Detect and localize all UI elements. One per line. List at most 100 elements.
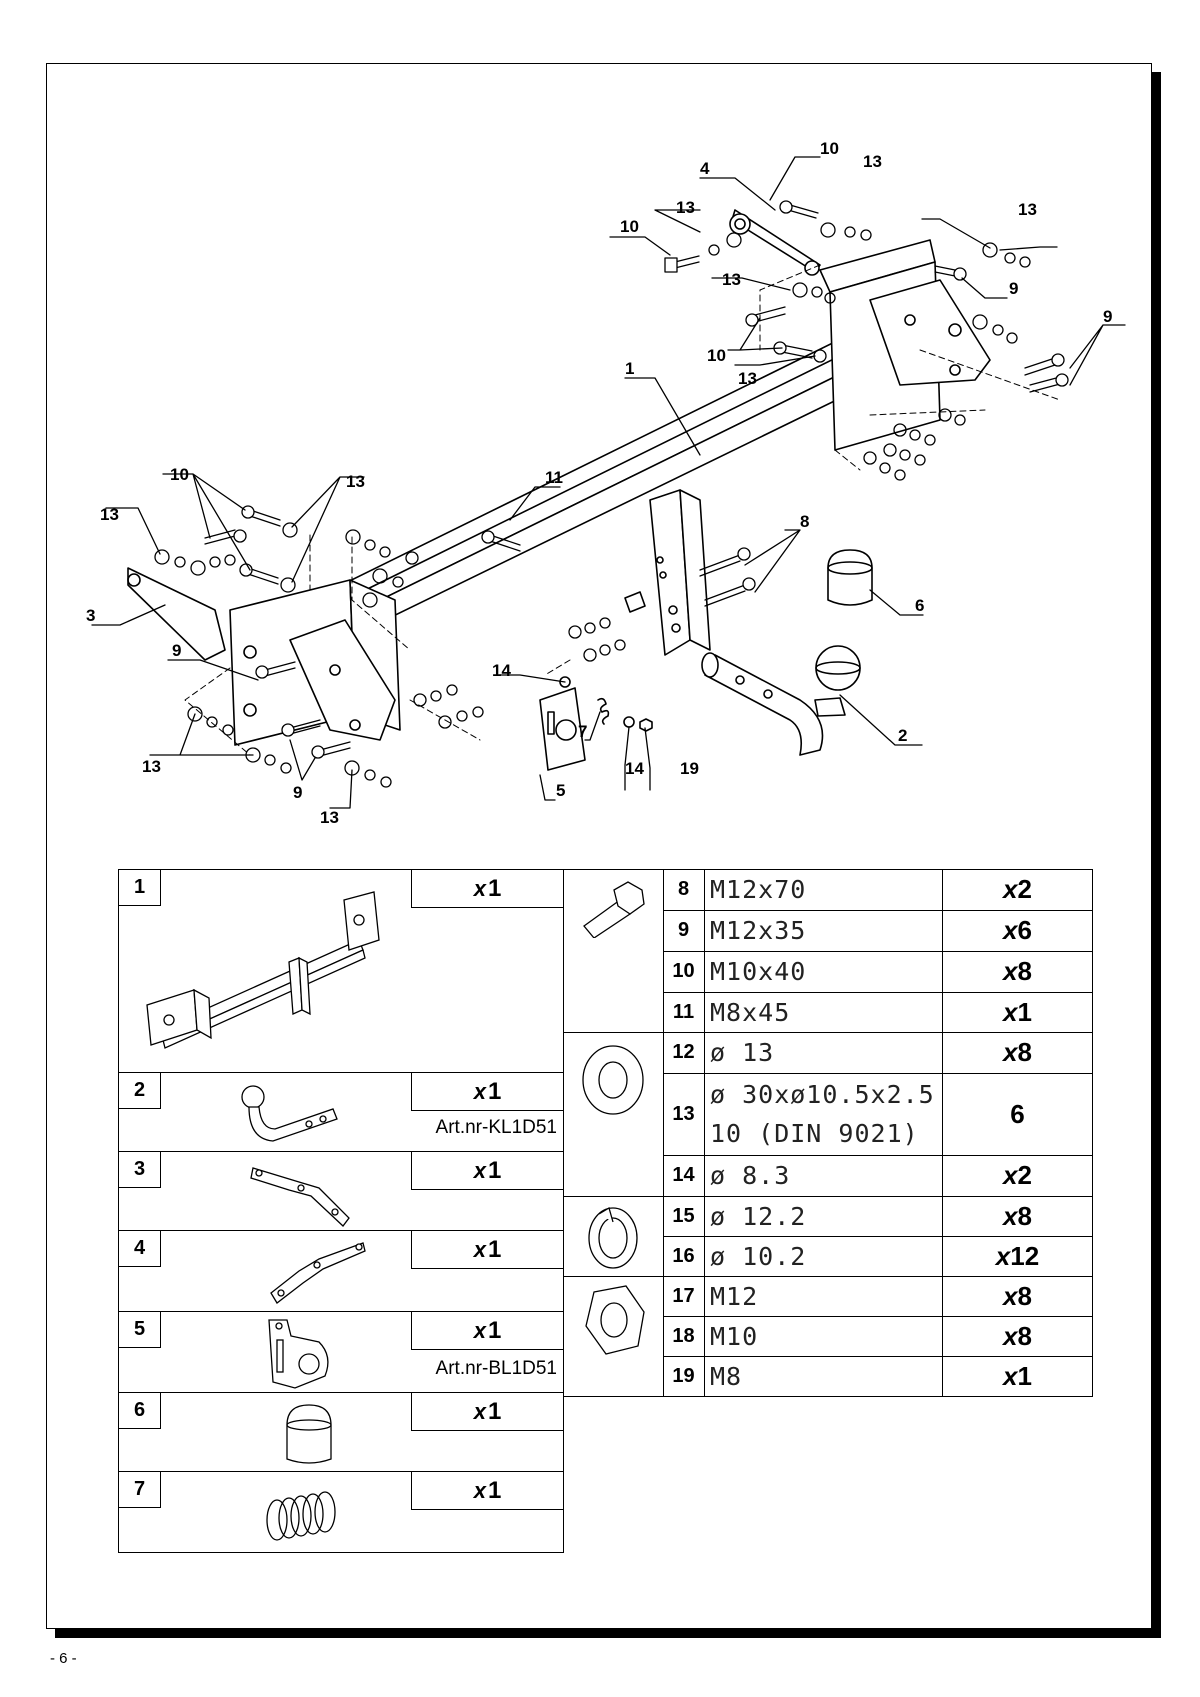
item-number: 4 — [119, 1231, 161, 1267]
row-divider — [663, 1276, 1093, 1277]
column-divider — [704, 869, 705, 1397]
group-divider — [563, 1032, 663, 1033]
callout-13: 13 — [722, 270, 741, 289]
callout-9: 9 — [1009, 279, 1018, 298]
right-bracket-thumbnail — [270, 1242, 366, 1304]
callout-4: 4 — [700, 159, 710, 178]
item-number: 5 — [119, 1312, 161, 1348]
row-divider — [663, 992, 1093, 993]
socket-plate-thumbnail — [268, 1319, 329, 1389]
callout-13: 13 — [320, 808, 339, 827]
row-divider — [663, 1356, 1093, 1357]
item-number: 3 — [119, 1152, 161, 1188]
ball-cap-thumbnail — [286, 1404, 332, 1464]
callout-13: 13 — [1018, 200, 1037, 219]
washer-part — [623, 716, 635, 728]
qty-value: 8 — [1017, 1280, 1032, 1311]
qty-prefix: x — [473, 1236, 486, 1262]
hardware-spec: M8 — [710, 1362, 743, 1391]
crossbeam-thumbnail — [146, 891, 380, 1049]
item-number: 1 — [119, 870, 161, 906]
callout-14: 14 — [625, 759, 644, 778]
callout-9: 9 — [172, 641, 181, 660]
hardware-spec: ø 12.2 — [710, 1201, 807, 1231]
page-shadow — [1152, 72, 1161, 1638]
qty-prefix: x — [473, 875, 486, 901]
row-divider — [663, 1073, 1093, 1074]
towball-thumbnail — [241, 1085, 338, 1142]
hardware-spec: M10 — [710, 1321, 759, 1351]
qty-value: 1 — [487, 874, 502, 902]
callout-5: 5 — [556, 781, 565, 800]
item-number: 6 — [119, 1393, 161, 1429]
qty-value: 1 — [487, 1397, 502, 1425]
qty-value: 8 — [1017, 1320, 1032, 1351]
ball-cap-part — [827, 549, 873, 606]
page-shadow — [55, 1629, 1161, 1638]
callout-9: 9 — [1103, 307, 1112, 326]
hardware-item-number: 15 — [672, 1204, 695, 1227]
qty-prefix: x — [1003, 1200, 1018, 1231]
row-divider — [663, 910, 1093, 911]
callout-labels: 1 2 3 4 5 6 7 8 9 9 9 9 10 10 10 10 11 1… — [86, 139, 1112, 827]
qty-value: 1 — [487, 1156, 502, 1184]
qty-prefix: x — [1003, 915, 1018, 945]
hardware-item-number: 11 — [672, 1000, 695, 1023]
qty-prefix: x — [995, 1240, 1011, 1271]
qty-value: 12 — [1010, 1240, 1040, 1271]
row-divider — [663, 1316, 1093, 1317]
callout-3: 3 — [86, 606, 95, 625]
hardware-spec: M10x40 — [710, 957, 807, 986]
hardware-item-number: 8 — [677, 878, 690, 900]
item-number: 2 — [119, 1073, 161, 1109]
qty-prefix: x — [1003, 1160, 1018, 1190]
callout-11: 11 — [545, 468, 563, 487]
group-divider — [563, 1276, 663, 1277]
hardware-spec: ø 10.2 — [710, 1241, 807, 1271]
qty-prefix: x — [473, 1157, 486, 1183]
nut-part — [639, 718, 653, 732]
qty-value: 8 — [1017, 1200, 1032, 1231]
qty-prefix: x — [473, 1317, 486, 1343]
qty-prefix: x — [1003, 1280, 1018, 1311]
spring-part — [597, 697, 610, 725]
hardware-item-number: 10 — [672, 960, 695, 982]
hardware-spec: ø 8.3 — [710, 1161, 791, 1190]
washer-icon — [582, 1045, 644, 1115]
hardware-quantity: 6 — [942, 1073, 1093, 1155]
callout-leaders — [91, 156, 1126, 809]
hardware-spec: ø 30xø10.5x2.5 — [710, 1079, 935, 1109]
callout-13: 13 — [142, 757, 161, 776]
callout-10: 10 — [170, 465, 189, 484]
qty-value: 8 — [1017, 956, 1032, 986]
hardware-spec: M12x35 — [710, 916, 807, 945]
qty-value: 1 — [487, 1077, 502, 1105]
hardware-spec: ø 13 — [710, 1038, 775, 1067]
qty-value: 1 — [1017, 1361, 1032, 1391]
washer-part — [559, 676, 571, 688]
towball-part — [701, 645, 861, 756]
callout-10: 10 — [707, 346, 726, 365]
qty-value: 2 — [1017, 874, 1032, 904]
qty-value: 1 — [487, 1316, 502, 1344]
column-divider — [942, 869, 943, 1397]
hardware-item-number: 13 — [672, 1102, 695, 1125]
right-bracket-part — [729, 209, 991, 451]
row-divider — [663, 951, 1093, 952]
